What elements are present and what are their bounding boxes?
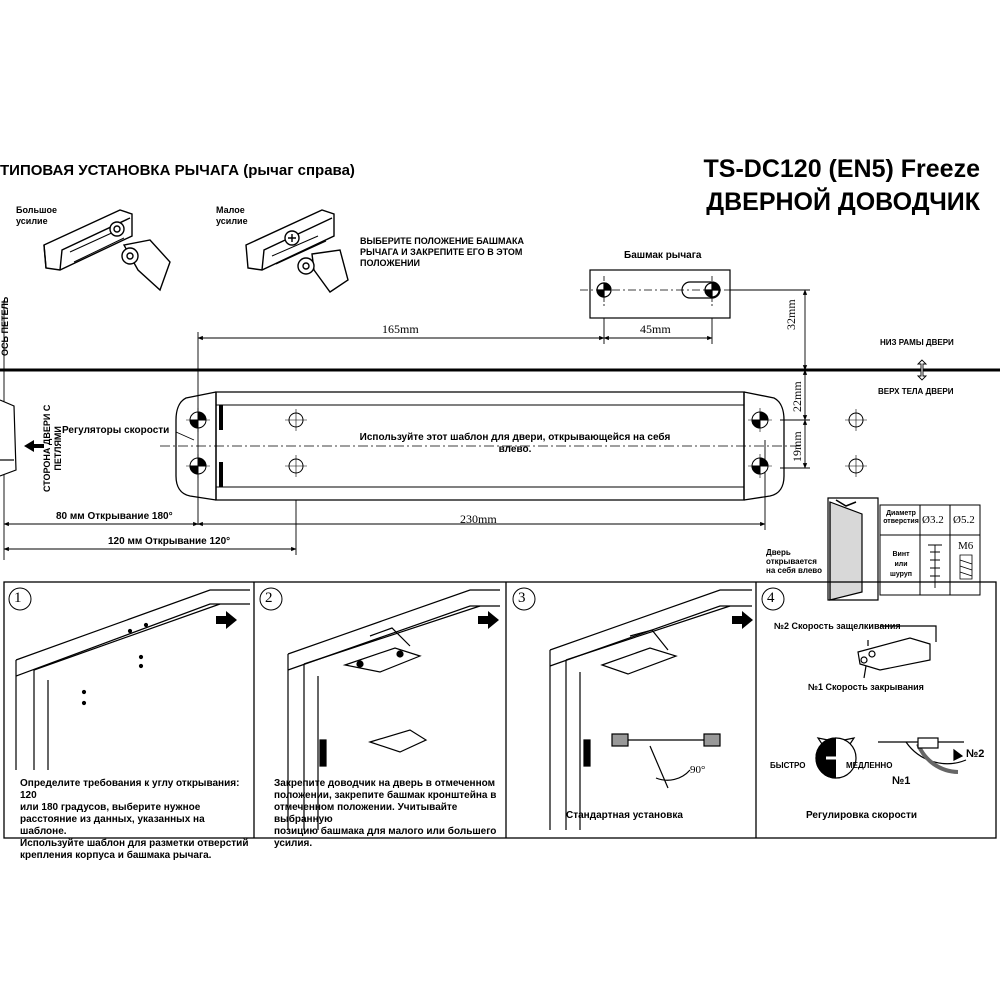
low-force-illustration (245, 209, 349, 293)
title-line-2: ДВЕРНОЙ ДОВОДЧИК (706, 188, 980, 216)
door-sketch (827, 497, 879, 601)
hinge-icon (0, 399, 17, 477)
slow-label: МЕДЛЕННО (846, 761, 893, 770)
door-note: Дверь открывается на себя влево (766, 548, 822, 575)
frame-arrow-icon (916, 359, 928, 381)
high-force-label: Большое усилие (16, 205, 57, 226)
speed-n1-label: №1 (892, 775, 911, 787)
low-force-label: Малое усилие (216, 205, 248, 226)
subtitle: ТИПОВАЯ УСТАНОВКА РЫЧАГА (рычаг справа) (0, 162, 355, 179)
step-1-text: Определите требования к углу открывания:… (20, 778, 249, 861)
step-4-text: Регулировка скорости (806, 810, 918, 821)
step-arrows (216, 611, 753, 629)
step-3-angle: 90° (690, 764, 706, 776)
latch-speed-label: №2 Скорость защелкивания (774, 621, 901, 631)
step-4-number: 4 (767, 590, 775, 606)
dim-45: 45mm (640, 322, 671, 336)
dim-19: 19mm (790, 431, 804, 462)
dim-22: 22mm (790, 381, 804, 412)
product-title: TS-DC120 (EN5) Freeze ДВЕРНОЙ ДОВОДЧИК (620, 153, 980, 219)
steps-frame (3, 581, 997, 839)
hole-table (879, 504, 981, 596)
fast-label: БЫСТРО (770, 761, 806, 770)
shoe-instruction: ВЫБЕРИТЕ ПОЛОЖЕНИЕ БАШМАКА РЫЧАГА И ЗАКР… (360, 236, 524, 268)
opening-120-label: 120 мм Открывание 120° (108, 536, 231, 547)
mounting-holes (186, 408, 867, 478)
step1-frame-illustration (15, 589, 250, 770)
lever-shoe-drawing (580, 269, 740, 319)
template-note: Используйте этот шаблон для двери, откры… (359, 432, 671, 455)
step-2-number: 2 (265, 590, 273, 606)
speed-n2-label: №2 (966, 748, 985, 760)
opening-180-label: 80 мм Открывание 180° (56, 511, 173, 522)
speed-regulators-label: Регуляторы скорости (62, 425, 170, 436)
step3-frame-illustration (549, 589, 752, 830)
screw-label: Винт или шуруп (890, 551, 912, 578)
dim-165: 165mm (382, 322, 419, 336)
step-1-number: 1 (14, 590, 22, 606)
step2-frame-illustration (287, 589, 500, 830)
shoe-label: Башмак рычага (624, 250, 702, 261)
step-3-text: Стандартная установка (566, 810, 683, 821)
dim-230: 230mm (460, 512, 497, 526)
high-force-illustration (43, 209, 171, 292)
step-number-circles (8, 587, 785, 611)
step-2-text: Закрепите доводчик на дверь в отмеченном… (274, 778, 497, 849)
hole-d52: Ø5.2 (953, 514, 975, 526)
close-speed-label: №1 Скорость закрывания (808, 682, 924, 692)
title-line-1: TS-DC120 (EN5) Freeze (703, 155, 980, 183)
frame-bottom-label: НИЗ РАМЫ ДВЕРИ (880, 338, 954, 347)
hinge-axis-label: ОСЬ ПЕТЕЛЬ (0, 296, 10, 356)
arrow-head-icon (24, 440, 34, 452)
step4-illustration (815, 625, 967, 779)
hinge-side-label: СТОРОНА ДВЕРИ С ПЕТЛЯМИ (42, 404, 63, 492)
hole-table-header: Диаметр отверстия (883, 510, 919, 525)
dim-32: 32mm (784, 299, 798, 330)
leaf-top-label: ВЕРХ ТЕЛА ДВЕРИ (878, 387, 954, 396)
step-3-number: 3 (518, 590, 526, 606)
closer-body-outline (160, 391, 800, 501)
hole-d32: Ø3.2 (922, 514, 944, 526)
m6-label: M6 (958, 540, 974, 552)
